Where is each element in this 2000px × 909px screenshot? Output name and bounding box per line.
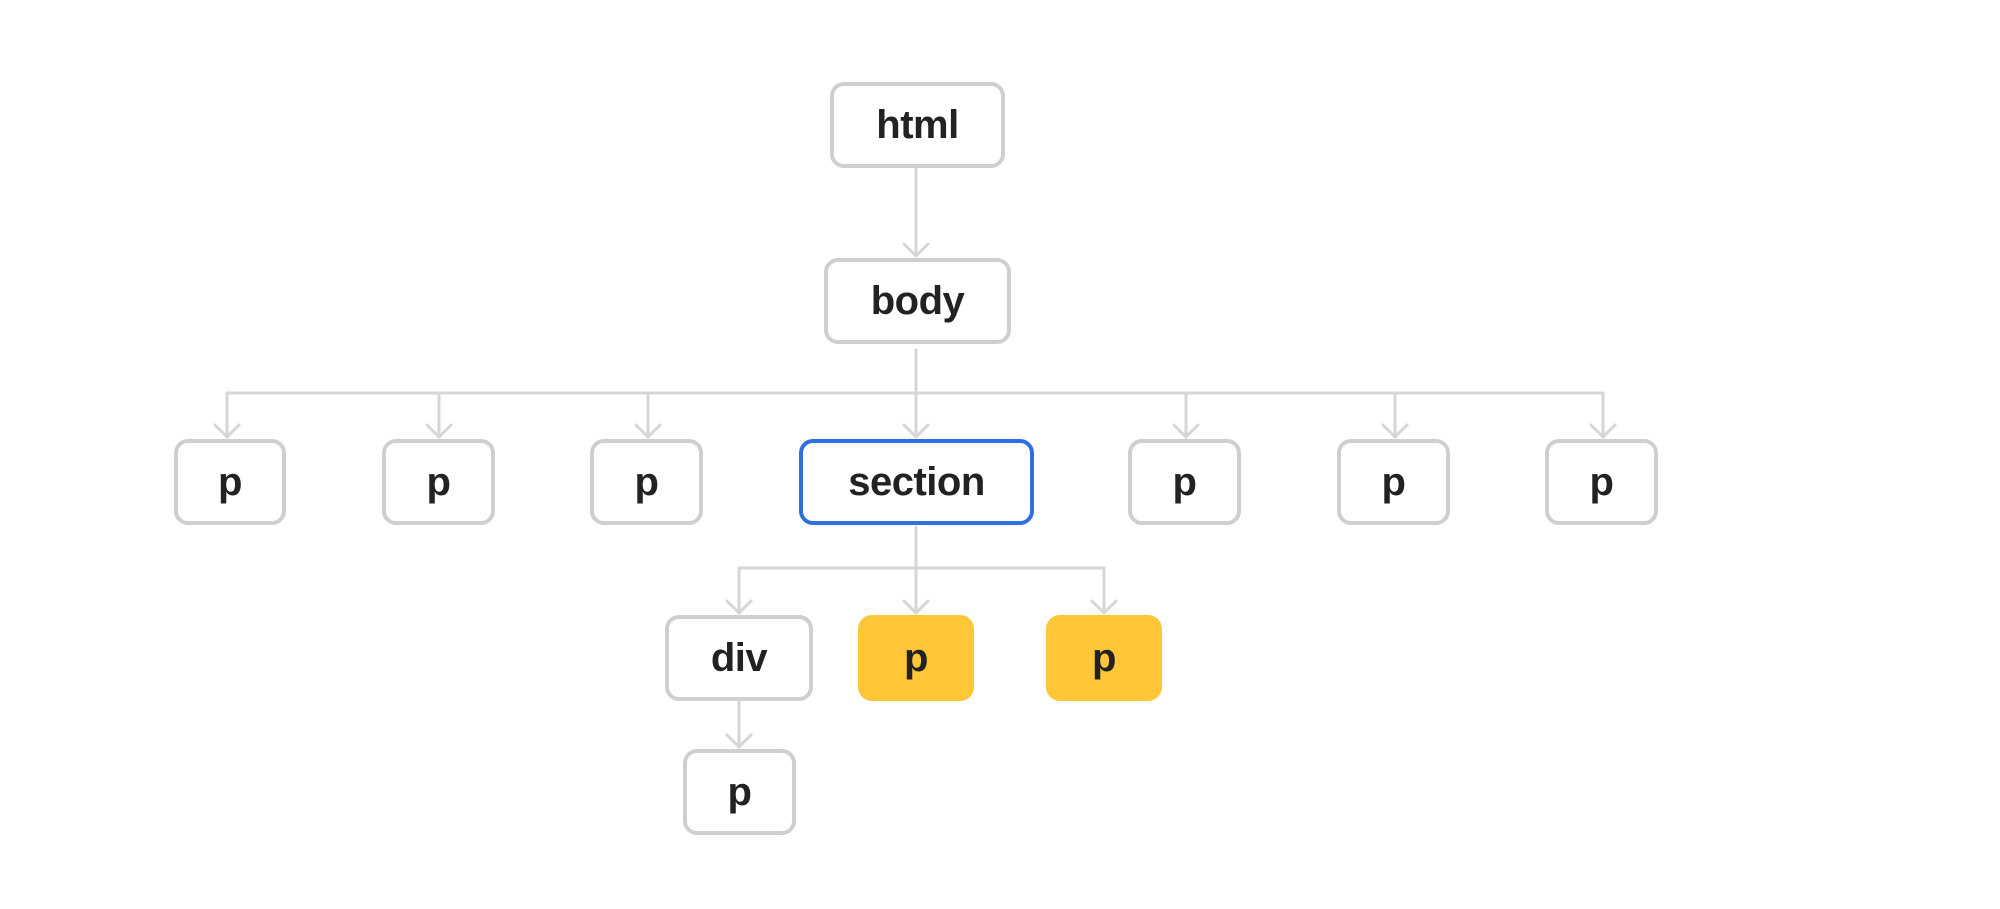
arrowhead-p7 (902, 599, 930, 615)
node-div: div (665, 615, 813, 701)
arrowhead-p5 (1381, 423, 1409, 439)
arrowhead-p6 (1589, 423, 1617, 439)
node-p-child-of-div: p (683, 749, 796, 835)
arrowhead-p3 (634, 423, 662, 439)
node-html: html (830, 82, 1005, 168)
arrowhead-body (902, 242, 930, 258)
arrowhead-p2 (425, 423, 453, 439)
node-p-6: p (1545, 439, 1658, 525)
node-p-1: p (174, 439, 286, 525)
arrowhead-p4 (1172, 423, 1200, 439)
node-p-3: p (590, 439, 703, 525)
node-p-highlighted-2: p (1046, 615, 1162, 701)
node-p-4: p (1128, 439, 1241, 525)
arrowhead-div (725, 599, 753, 615)
arrowhead-p8 (1090, 599, 1118, 615)
node-section-selected: section (799, 439, 1034, 525)
node-p-5: p (1337, 439, 1450, 525)
node-p-2: p (382, 439, 495, 525)
node-body: body (824, 258, 1011, 344)
arrowhead-section (902, 423, 930, 439)
arrowhead-p1 (213, 423, 241, 439)
arrowhead-p9 (725, 733, 753, 749)
node-p-highlighted-1: p (858, 615, 974, 701)
